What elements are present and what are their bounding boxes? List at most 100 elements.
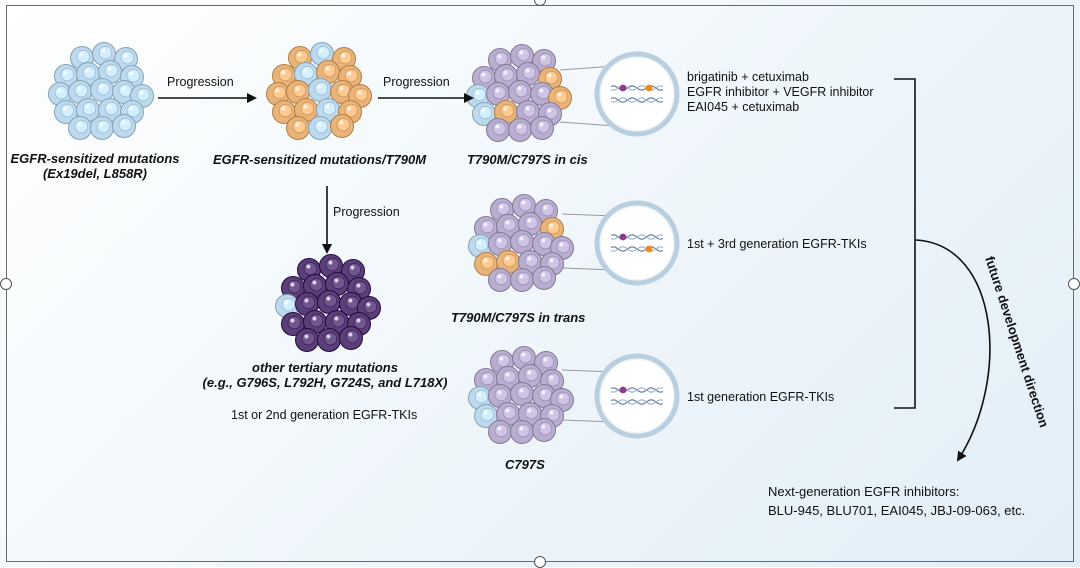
cell-nucleus	[544, 70, 559, 85]
cell-highlight	[499, 204, 504, 209]
cell-highlight	[328, 260, 333, 265]
cell-nucleus	[272, 85, 287, 100]
cell-highlight	[101, 48, 106, 53]
next-generation-line1: Next-generation EGFR inhibitors:	[768, 484, 960, 499]
cell-nucleus	[278, 67, 293, 82]
cell-highlight	[325, 104, 330, 109]
zoom-cis	[559, 51, 680, 137]
cell-nucleus	[480, 255, 495, 270]
cell-nucleus	[338, 50, 353, 65]
cell-cluster-sensitized	[48, 42, 154, 140]
cell-highlight	[521, 200, 526, 205]
trans-treatment: 1st + 3rd generation EGFR-TKIs	[687, 237, 867, 251]
cell-highlight	[295, 86, 300, 91]
cell-nucleus	[516, 47, 531, 62]
cell-nucleus	[494, 271, 509, 286]
cell-nucleus	[492, 85, 507, 100]
cell-highlight	[547, 108, 552, 113]
cell-nucleus	[524, 367, 539, 382]
cell-nucleus	[287, 315, 302, 330]
cell-highlight	[317, 122, 322, 127]
cell-highlight	[123, 53, 128, 58]
cell-nucleus	[546, 372, 561, 387]
cell-highlight	[543, 357, 548, 362]
cell-nucleus	[303, 261, 318, 276]
cell-highlight	[525, 106, 530, 111]
cell-nucleus	[544, 105, 559, 120]
cell-highlight	[495, 88, 500, 93]
cell-nucleus	[353, 280, 368, 295]
dna-strand	[610, 387, 664, 393]
cell-highlight	[297, 52, 302, 57]
cell-nucleus	[74, 119, 89, 134]
cell-nucleus	[500, 67, 515, 82]
cell-nucleus	[347, 262, 362, 277]
resize-handle-left[interactable]	[0, 278, 12, 290]
cell-nucleus	[524, 215, 539, 230]
cell-cluster-c797s	[468, 346, 574, 444]
cell-highlight	[107, 104, 112, 109]
cell-highlight	[517, 86, 522, 91]
cell-nucleus	[336, 117, 351, 132]
cell-highlight	[549, 258, 554, 263]
cell-nucleus	[344, 103, 359, 118]
cell-highlight	[549, 375, 554, 380]
cell-nucleus	[104, 63, 119, 78]
t790m-label: EGFR-sensitized mutations/T790M	[213, 152, 427, 167]
mutation-dot	[619, 386, 627, 394]
cell-nucleus	[480, 219, 495, 234]
cis-label: T790M/C797S in cis	[467, 152, 588, 167]
cell-nucleus	[336, 83, 351, 98]
cell-nucleus	[300, 101, 315, 116]
cell-nucleus	[118, 117, 133, 132]
cell-nucleus	[474, 237, 489, 252]
cell-highlight	[521, 352, 526, 357]
dna-strand	[610, 399, 664, 405]
cell-nucleus	[322, 63, 337, 78]
cell-highlight	[57, 88, 62, 93]
cell-nucleus	[323, 293, 338, 308]
cell-nucleus	[536, 85, 551, 100]
cell-nucleus	[300, 65, 315, 80]
next-generation-line2: BLU-945, BLU701, EAI045, JBJ-09-063, etc…	[768, 503, 1026, 518]
cell-highlight	[350, 265, 355, 270]
cell-highlight	[312, 280, 317, 285]
cell-nucleus	[538, 52, 553, 67]
cell-highlight	[559, 242, 564, 247]
cell-highlight	[107, 66, 112, 71]
cell-highlight	[497, 274, 502, 279]
cell-nucleus	[502, 253, 517, 268]
cell-highlight	[348, 298, 353, 303]
cell-highlight	[519, 426, 524, 431]
cell-highlight	[527, 256, 532, 261]
cell-cluster-cis	[466, 44, 572, 142]
cell-nucleus	[524, 405, 539, 420]
cell-highlight	[85, 104, 90, 109]
cell-cluster-t790m	[266, 42, 372, 140]
cell-highlight	[519, 388, 524, 393]
cell-nucleus	[118, 83, 133, 98]
cell-highlight	[497, 426, 502, 431]
cell-highlight	[129, 106, 134, 111]
other-tertiary-label: other tertiary mutations (e.g., G796S, L…	[140, 360, 510, 390]
trans-label: T790M/C797S in trans	[451, 310, 586, 325]
cell-highlight	[541, 55, 546, 60]
cell-highlight	[63, 70, 68, 75]
mutation-dot	[645, 245, 653, 253]
cell-nucleus	[126, 103, 141, 118]
future-direction-label: future development direction	[982, 254, 1052, 429]
cell-highlight	[497, 54, 502, 59]
sensitized-label-line1: EGFR-sensitized mutations	[10, 151, 180, 166]
zoom-trans	[561, 200, 680, 286]
cell-highlight	[483, 410, 488, 415]
cell-highlight	[483, 258, 488, 263]
cell-highlight	[312, 316, 317, 321]
cell-highlight	[539, 88, 544, 93]
cell-nucleus	[294, 49, 309, 64]
cell-highlight	[326, 334, 331, 339]
cell-highlight	[505, 408, 510, 413]
cell-highlight	[497, 390, 502, 395]
cell-highlight	[63, 106, 68, 111]
cell-nucleus	[331, 313, 346, 328]
sensitized-label-line2: (Ex19del, L858R)	[42, 166, 148, 181]
